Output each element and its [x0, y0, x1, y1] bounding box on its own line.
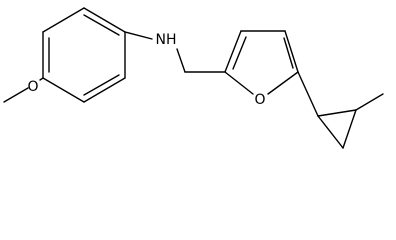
double-bond-inner	[283, 37, 294, 69]
bond	[224, 71, 254, 95]
double-bond-inner	[232, 36, 247, 70]
furan-ring: O	[224, 30, 299, 108]
benzene-ring	[42, 7, 126, 103]
bond	[355, 93, 384, 111]
amine-linker: NH	[124, 31, 226, 73]
bond	[267, 71, 299, 95]
bond	[83, 77, 126, 103]
bond	[317, 109, 357, 117]
nh-label: NH	[156, 32, 177, 48]
double-bond-inner	[83, 74, 120, 96]
methylcyclopropyl-group	[297, 71, 384, 149]
bond	[42, 77, 85, 103]
furan-oxygen-label: O	[254, 92, 265, 108]
bond	[176, 48, 186, 73]
methoxy-group: O	[3, 77, 44, 103]
bond	[224, 30, 242, 73]
double-bond-inner	[83, 14, 120, 36]
chemical-structure: O NH O	[3, 7, 384, 149]
bond	[124, 31, 153, 40]
bond	[297, 71, 319, 117]
bond	[39, 77, 44, 81]
bond	[83, 7, 126, 33]
bond	[284, 30, 299, 73]
bond	[3, 87, 29, 103]
methoxy-oxygen-label: O	[27, 79, 38, 95]
bond	[317, 115, 344, 149]
bond	[342, 109, 357, 149]
bond	[42, 7, 85, 33]
